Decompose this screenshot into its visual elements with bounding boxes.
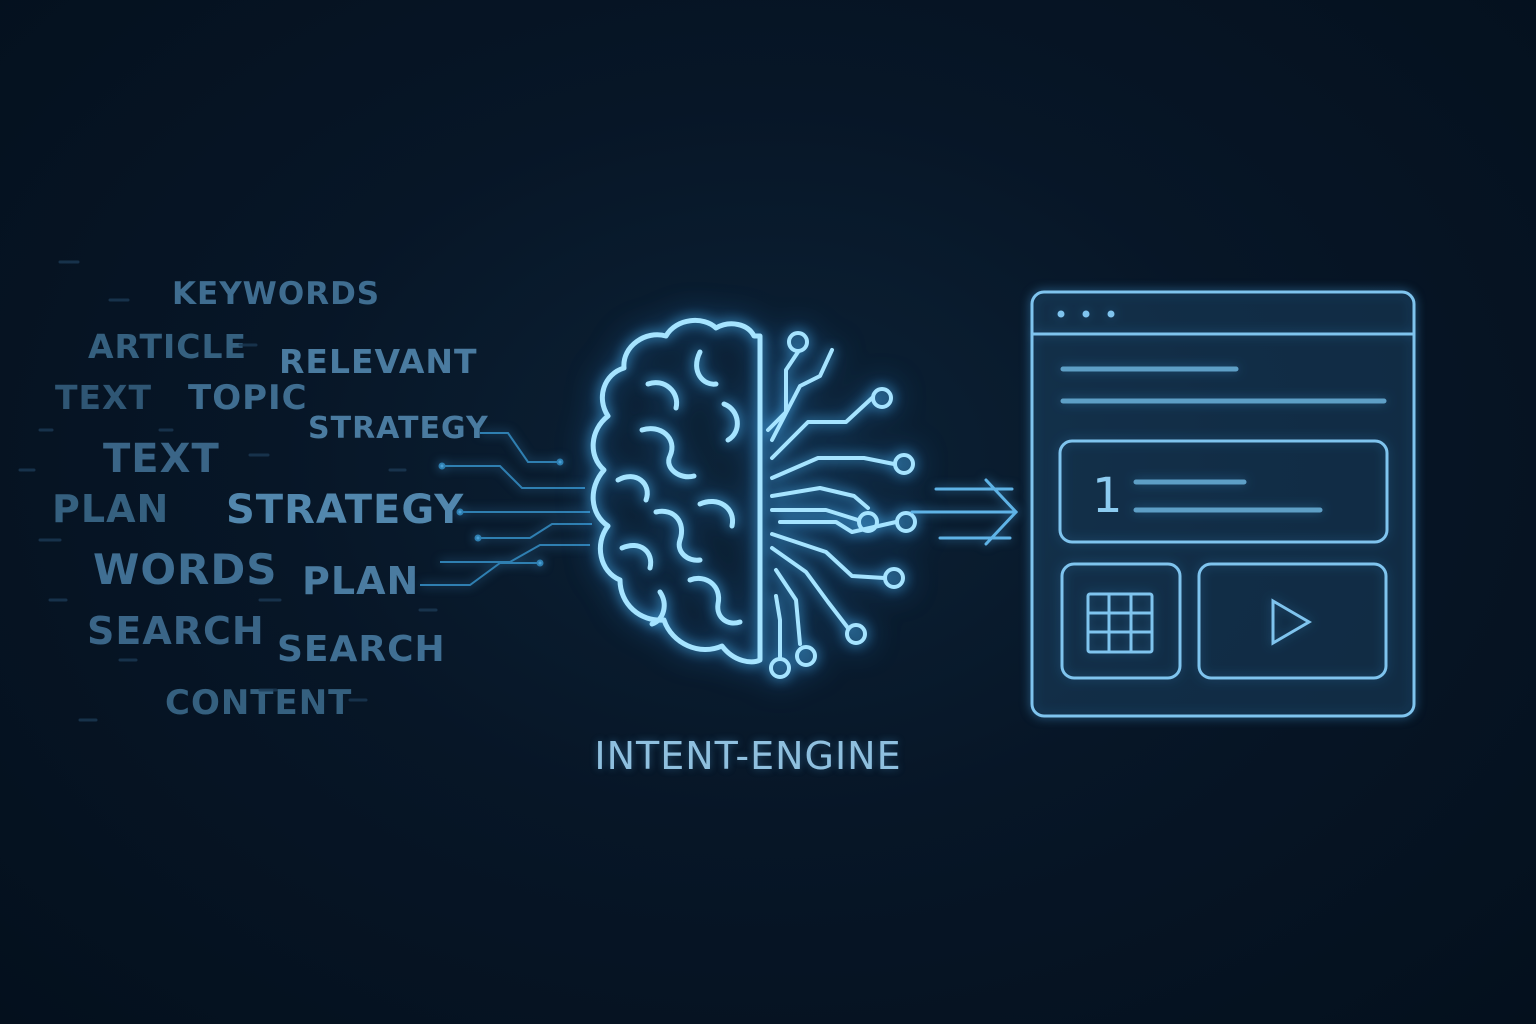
brain-left-hemisphere [590,317,763,665]
window-dot-1 [1057,310,1065,318]
brain-circuit-icon [590,317,917,679]
word-strategy: STRATEGY [308,411,489,446]
arrow-right-icon [910,478,1019,546]
output-browser-window [1030,290,1416,718]
word-search-2: SEARCH [277,629,446,670]
window-dot-3 [1107,310,1115,318]
word-plan: PLAN [52,487,170,531]
word-strategy-large: STRATEGY [226,487,465,533]
word-article: ARTICLE [88,327,248,366]
word-plan-2: PLAN [302,559,420,603]
word-text: TEXT [55,378,153,417]
input-connectors [420,432,592,586]
word-search: SEARCH [87,609,265,653]
list-item-number: 1 [1092,468,1123,524]
word-words: WORDS [93,545,278,594]
word-text-large: TEXT [103,436,220,482]
video-card [1197,562,1388,680]
word-relevant: RELEVANT [279,342,478,381]
grid-card [1060,562,1182,680]
background-dashes [18,260,438,722]
word-content: CONTENT [165,683,353,723]
brain-circuit-traces [766,331,917,679]
list-card [1058,439,1389,544]
word-topic: TOPIC [188,378,308,418]
window-dot-2 [1082,310,1090,318]
word-keywords: KEYWORDS [172,276,381,312]
play-icon [1271,598,1312,646]
engine-label: INTENT-ENGINE [594,734,902,778]
table-grid-icon [1086,592,1154,654]
window-frame [1030,290,1416,718]
